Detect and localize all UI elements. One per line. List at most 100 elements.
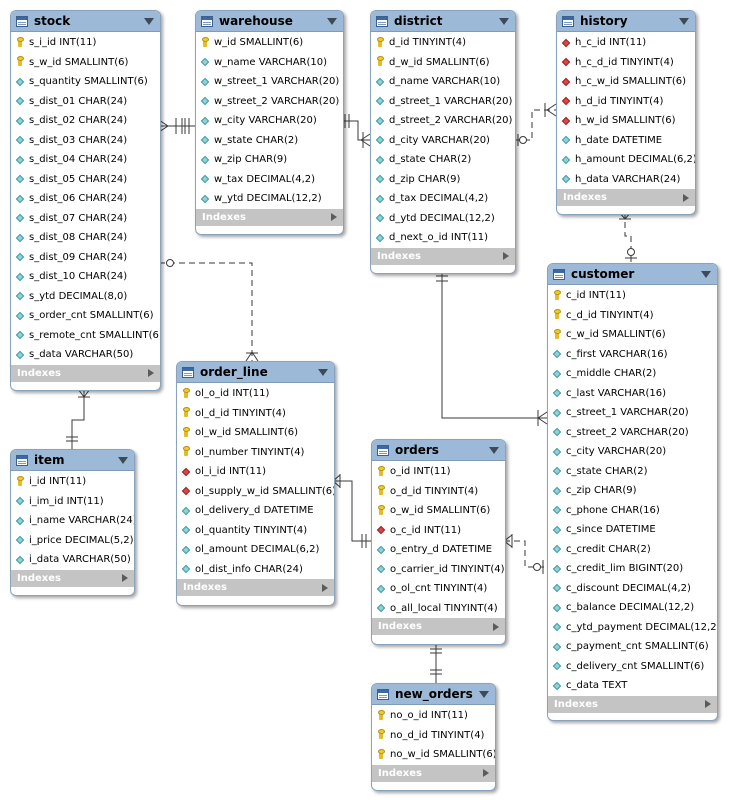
table-column[interactable]: d_id TINYINT(4)	[371, 33, 515, 53]
expand-arrow-icon[interactable]	[683, 193, 689, 202]
collapse-arrow-icon[interactable]	[479, 690, 489, 698]
table-column[interactable]: d_name VARCHAR(10)	[371, 72, 515, 92]
indexes-bar[interactable]: Indexes	[557, 189, 695, 206]
expand-arrow-icon[interactable]	[705, 700, 711, 708]
table-column[interactable]: o_id INT(11)	[372, 462, 505, 482]
table-column[interactable]: d_w_id SMALLINT(6)	[371, 53, 515, 73]
collapse-arrow-icon[interactable]	[118, 456, 128, 464]
expand-arrow-icon[interactable]	[331, 213, 337, 221]
table-column[interactable]: c_last VARCHAR(16)	[548, 384, 717, 404]
table-column[interactable]: h_d_id TINYINT(4)	[557, 92, 695, 112]
table-column[interactable]: s_order_cnt SMALLINT(6)	[11, 306, 160, 326]
table-column[interactable]: ol_quantity TINYINT(4)	[177, 521, 334, 541]
table-column[interactable]: s_dist_10 CHAR(24)	[11, 267, 160, 287]
collapse-arrow-icon[interactable]	[489, 446, 499, 454]
table-column[interactable]: d_zip CHAR(9)	[371, 170, 515, 190]
table-history[interactable]: history h_c_id INT(11)h_c_d_id TINYINT(4…	[556, 10, 696, 215]
table-header[interactable]: orders	[372, 440, 505, 461]
collapse-arrow-icon[interactable]	[318, 368, 328, 376]
table-column[interactable]: i_im_id INT(11)	[11, 492, 134, 512]
table-new-orders[interactable]: new_orders no_o_id INT(11)no_d_id TINYIN…	[371, 683, 496, 791]
collapse-arrow-icon[interactable]	[679, 17, 689, 25]
expand-arrow-icon[interactable]	[148, 369, 154, 377]
collapse-arrow-icon[interactable]	[327, 17, 337, 25]
table-column[interactable]: s_dist_04 CHAR(24)	[11, 150, 160, 170]
table-column[interactable]: h_c_w_id SMALLINT(6)	[557, 72, 695, 92]
expand-arrow-icon[interactable]	[322, 583, 328, 592]
table-column[interactable]: c_payment_cnt SMALLINT(6)	[548, 637, 717, 657]
table-column[interactable]: ol_delivery_d DATETIME	[177, 501, 334, 521]
indexes-bar[interactable]: Indexes	[372, 764, 495, 782]
table-column[interactable]: s_data VARCHAR(50)	[11, 345, 160, 365]
table-column[interactable]: h_c_id INT(11)	[557, 33, 695, 53]
table-order-line[interactable]: order_line ol_o_id INT(11)ol_d_id TINYIN…	[176, 361, 335, 606]
table-column[interactable]: s_w_id SMALLINT(6)	[11, 53, 160, 73]
table-column[interactable]: s_dist_05 CHAR(24)	[11, 170, 160, 190]
expand-arrow-icon[interactable]	[503, 252, 509, 260]
table-column[interactable]: ol_i_id INT(11)	[177, 462, 334, 482]
table-column[interactable]: c_w_id SMALLINT(6)	[548, 325, 717, 345]
table-column[interactable]: w_street_1 VARCHAR(20)	[196, 72, 343, 92]
connector-stock-order-line[interactable]	[159, 262, 253, 361]
connector-district-customer[interactable]	[441, 263, 547, 419]
table-column[interactable]: w_name VARCHAR(10)	[196, 53, 343, 73]
connector-orders-customer[interactable]	[504, 540, 547, 568]
table-column[interactable]: c_state CHAR(2)	[548, 462, 717, 482]
table-column[interactable]: s_dist_06 CHAR(24)	[11, 189, 160, 209]
indexes-bar[interactable]: Indexes	[548, 695, 717, 713]
table-column[interactable]: o_w_id SMALLINT(6)	[372, 501, 505, 521]
indexes-bar[interactable]: Indexes	[196, 208, 343, 226]
table-column[interactable]: ol_number TINYINT(4)	[177, 443, 334, 463]
table-header[interactable]: district	[371, 11, 515, 32]
table-district[interactable]: district d_id TINYINT(4)d_w_id SMALLINT(…	[370, 10, 516, 274]
table-column[interactable]: ol_supply_w_id SMALLINT(6)	[177, 482, 334, 502]
indexes-bar[interactable]: Indexes	[11, 364, 160, 382]
table-column[interactable]: o_c_id INT(11)	[372, 521, 505, 541]
connector-district-history[interactable]	[514, 109, 556, 141]
table-column[interactable]: c_id INT(11)	[548, 286, 717, 306]
table-column[interactable]: s_dist_03 CHAR(24)	[11, 131, 160, 151]
table-column[interactable]: ol_w_id SMALLINT(6)	[177, 423, 334, 443]
table-column[interactable]: ol_dist_info CHAR(24)	[177, 560, 334, 580]
table-column[interactable]: s_remote_cnt SMALLINT(6)	[11, 326, 160, 346]
expand-arrow-icon[interactable]	[493, 622, 499, 631]
table-column[interactable]: c_phone CHAR(16)	[548, 501, 717, 521]
table-column[interactable]: c_middle CHAR(2)	[548, 364, 717, 384]
table-column[interactable]: o_ol_cnt TINYINT(4)	[372, 579, 505, 599]
table-column[interactable]: h_w_id SMALLINT(6)	[557, 111, 695, 131]
table-column[interactable]: h_c_d_id TINYINT(4)	[557, 53, 695, 73]
table-column[interactable]: s_quantity SMALLINT(6)	[11, 72, 160, 92]
table-column[interactable]: ol_o_id INT(11)	[177, 384, 334, 404]
collapse-arrow-icon[interactable]	[499, 17, 509, 25]
connector-order-line-orders[interactable]	[333, 480, 371, 542]
table-column[interactable]: c_discount DECIMAL(4,2)	[548, 579, 717, 599]
indexes-bar[interactable]: Indexes	[177, 579, 334, 596]
table-column[interactable]: d_tax DECIMAL(4,2)	[371, 189, 515, 209]
table-column[interactable]: ol_amount DECIMAL(6,2)	[177, 540, 334, 560]
table-column[interactable]: h_data VARCHAR(24)	[557, 170, 695, 190]
table-column[interactable]: c_delivery_cnt SMALLINT(6)	[548, 657, 717, 677]
table-column[interactable]: h_date DATETIME	[557, 131, 695, 151]
collapse-arrow-icon[interactable]	[144, 17, 154, 25]
table-column[interactable]: w_city VARCHAR(20)	[196, 111, 343, 131]
table-column[interactable]: s_dist_07 CHAR(24)	[11, 209, 160, 229]
table-column[interactable]: no_w_id SMALLINT(6)	[372, 745, 495, 765]
table-stock[interactable]: stock s_i_id INT(11)s_w_id SMALLINT(6)s_…	[10, 10, 161, 391]
table-header[interactable]: customer	[548, 264, 717, 285]
collapse-arrow-icon[interactable]	[701, 270, 711, 278]
table-column[interactable]: s_i_id INT(11)	[11, 33, 160, 53]
indexes-bar[interactable]: Indexes	[372, 618, 505, 635]
table-column[interactable]: c_d_id TINYINT(4)	[548, 306, 717, 326]
table-column[interactable]: c_credit_lim BIGINT(20)	[548, 559, 717, 579]
indexes-bar[interactable]: Indexes	[371, 247, 515, 265]
expand-arrow-icon[interactable]	[122, 574, 128, 582]
table-column[interactable]: i_name VARCHAR(24)	[11, 511, 134, 531]
table-column[interactable]: ol_d_id TINYINT(4)	[177, 404, 334, 424]
table-column[interactable]: s_dist_09 CHAR(24)	[11, 248, 160, 268]
table-column[interactable]: c_data TEXT	[548, 676, 717, 696]
table-column[interactable]: no_d_id TINYINT(4)	[372, 726, 495, 746]
table-header[interactable]: history	[557, 11, 695, 32]
table-column[interactable]: c_street_2 VARCHAR(20)	[548, 423, 717, 443]
table-header[interactable]: warehouse	[196, 11, 343, 32]
table-column[interactable]: i_price DECIMAL(5,2)	[11, 531, 134, 551]
